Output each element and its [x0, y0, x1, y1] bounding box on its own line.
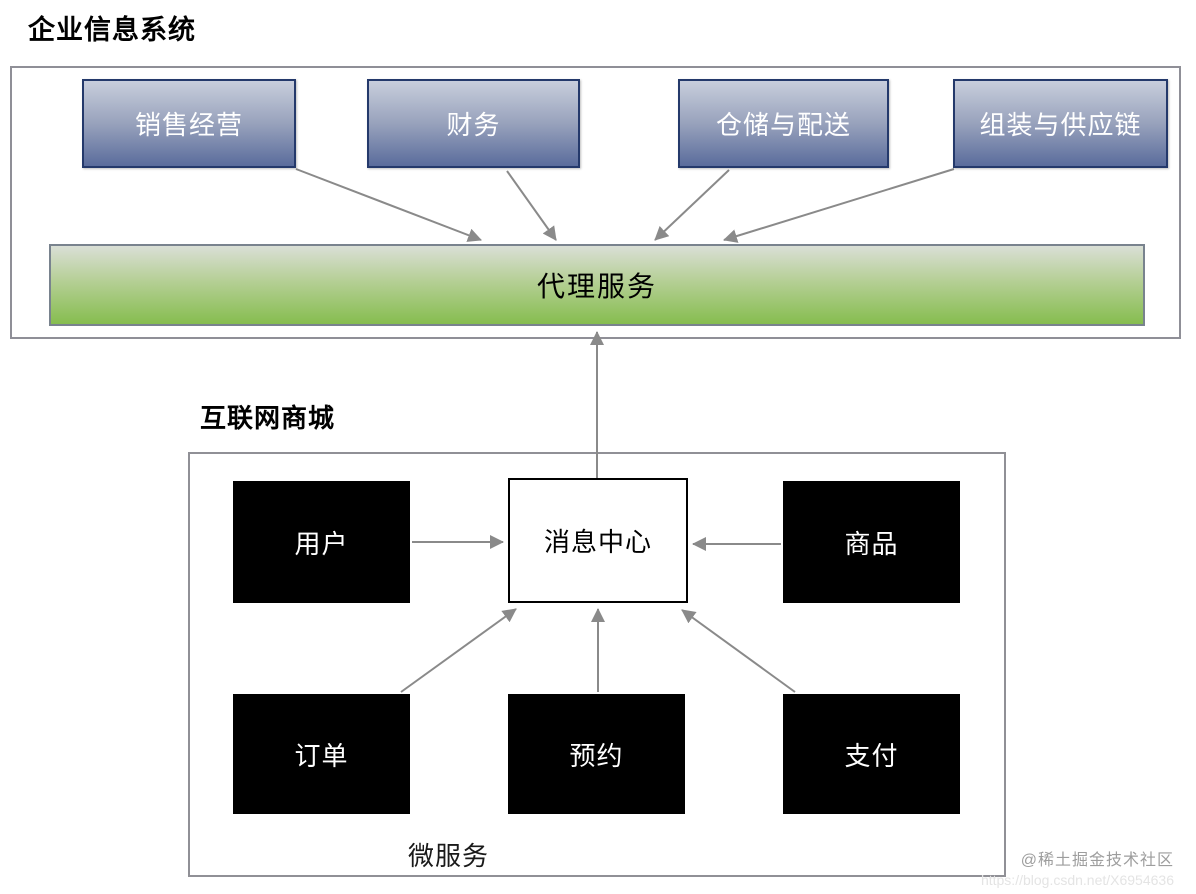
watermark-community: @稀土掘金技术社区 [1020, 852, 1174, 869]
service-box-goods: 商品 [783, 481, 960, 603]
watermark: @稀土掘金技术社区 https://blog.csdn.net/X6954636 [981, 846, 1174, 888]
module-box-assembly: 组装与供应链 [953, 79, 1168, 168]
module-box-warehouse: 仓储与配送 [678, 79, 889, 168]
internet-mall-label: 互联网商城 [200, 403, 336, 433]
service-box-order: 订单 [233, 694, 410, 814]
proxy-service-bar: 代理服务 [49, 244, 1145, 326]
module-box-sales: 销售经营 [82, 79, 296, 168]
watermark-url: https://blog.csdn.net/X6954636 [980, 872, 1174, 888]
module-box-finance: 财务 [367, 79, 580, 168]
message-center-box: 消息中心 [508, 478, 688, 603]
page-title: 企业信息系统 [28, 15, 196, 45]
service-box-booking: 预约 [508, 694, 685, 814]
microservice-label: 微服务 [408, 841, 490, 871]
service-box-payment: 支付 [783, 694, 960, 814]
service-box-user: 用户 [233, 481, 410, 603]
